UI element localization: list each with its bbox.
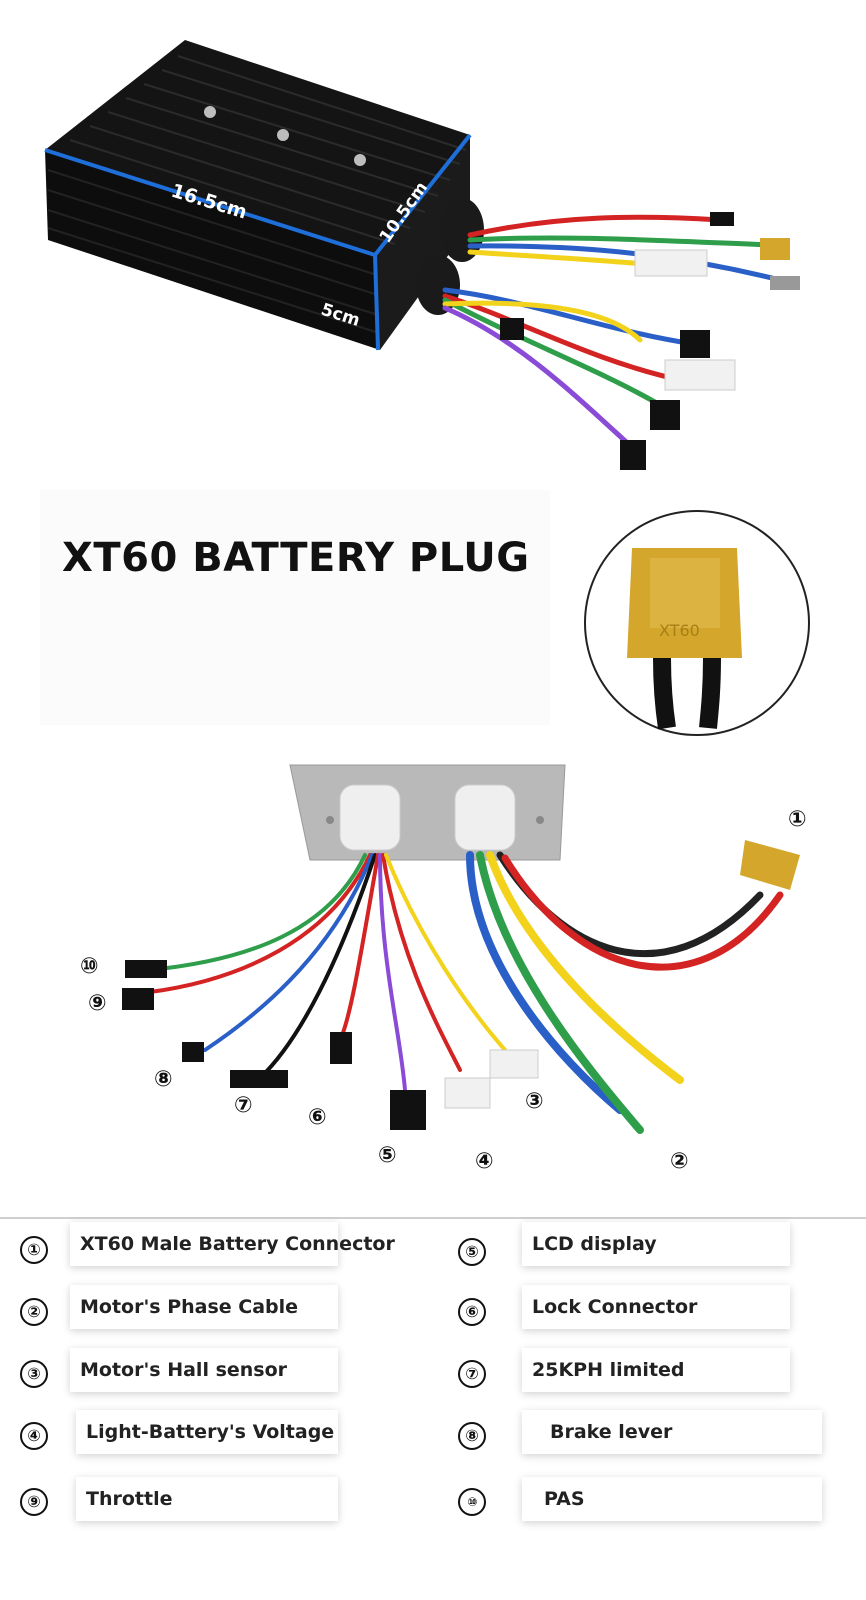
xt60-title: XT60 BATTERY PLUG: [62, 535, 530, 581]
legend-num-9: ⑨: [20, 1488, 48, 1516]
legend-label-4: Light-Battery's Voltage: [76, 1410, 338, 1454]
callout-9: ⑨: [88, 991, 107, 1016]
wiring-diagram: ① ② ③ ④ ⑤ ⑥ ⑦ ⑧ ⑨ ⑩: [80, 764, 807, 1174]
legend-num-3: ③: [20, 1360, 48, 1388]
xt60-banner: [40, 490, 550, 725]
section-divider: [0, 1217, 866, 1219]
legend-num-5: ⑤: [458, 1238, 486, 1266]
legend-label-8: Brake lever: [522, 1410, 822, 1454]
legend-num-4: ④: [20, 1422, 48, 1450]
legend-label-2: Motor's Phase Cable: [70, 1285, 338, 1329]
callout-7: ⑦: [234, 1093, 253, 1118]
callout-4: ④: [475, 1149, 494, 1174]
legend-num-7: ⑦: [458, 1360, 486, 1388]
legend-num-6: ⑥: [458, 1298, 486, 1326]
legend-label-5: LCD display: [522, 1222, 790, 1266]
legend-num-8: ⑧: [458, 1422, 486, 1450]
legend-label-10: PAS: [522, 1477, 822, 1521]
legend-num-1: ①: [20, 1236, 48, 1264]
callout-10: ⑩: [80, 954, 99, 979]
callout-6: ⑥: [308, 1105, 327, 1130]
legend-num-10: ⑩: [458, 1488, 486, 1516]
callout-8: ⑧: [154, 1067, 173, 1092]
legend-label-7: 25KPH limited: [522, 1348, 790, 1392]
legend-label-1: XT60 Male Battery Connector: [70, 1222, 395, 1266]
legend-label-9: Throttle: [76, 1477, 338, 1521]
legend-label-3: Motor's Hall sensor: [70, 1348, 338, 1392]
controller-photo: 16.5cm 10.5cm 5cm: [44, 40, 800, 470]
callout-2: ②: [670, 1149, 689, 1174]
legend-label-6: Lock Connector: [522, 1285, 790, 1329]
callout-5: ⑤: [378, 1143, 397, 1168]
xt60-plug-closeup: XT60: [584, 510, 810, 736]
xt60-plug-marking: XT60: [659, 621, 700, 640]
legend-num-2: ②: [20, 1298, 48, 1326]
callout-1: ①: [788, 807, 807, 832]
callout-3: ③: [525, 1089, 544, 1114]
